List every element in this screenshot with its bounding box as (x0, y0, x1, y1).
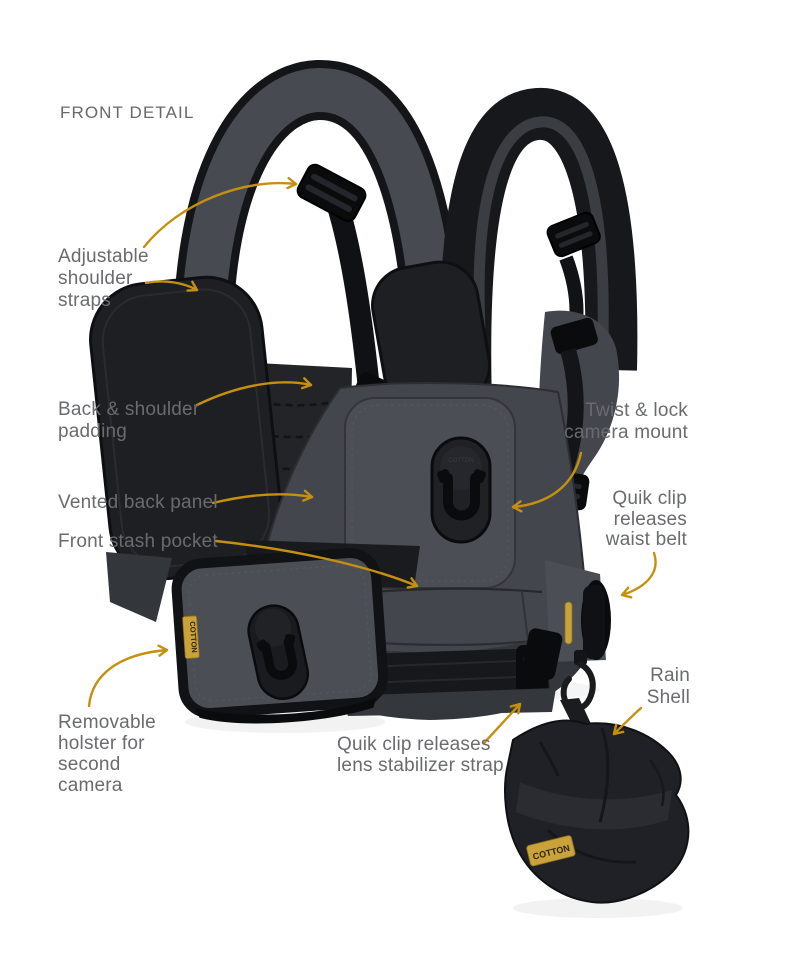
arrow-to-strap-buckle (142, 176, 298, 249)
arrow-to-camera-mount (511, 451, 583, 513)
zipper-pull-gold (564, 601, 573, 645)
arrow-to-vent-panel (211, 489, 314, 505)
label-removable-holster: Removable holster for second camera (58, 712, 156, 796)
side-buckle-upper (550, 317, 598, 355)
label-rain-shell: Rain Shell (646, 665, 690, 708)
waist-belt-quik-clip (583, 585, 605, 659)
shoulder-strap-right (439, 87, 638, 406)
strap-buckle-right-upper (546, 211, 601, 258)
annotation-arrows (87, 176, 657, 745)
label-vented-back-panel: Vented back panel (58, 492, 218, 513)
pouch-fold (516, 782, 672, 830)
arrow-to-stash-pocket (214, 539, 419, 589)
label-adjustable-shoulder-straps: Adjustable shoulder straps (58, 246, 149, 311)
camera-holster: COTTON (106, 540, 420, 724)
belt-buckle-lower (521, 628, 563, 680)
arrow-to-holster (87, 644, 169, 708)
arrow-to-waist-belt-clip (620, 551, 657, 599)
arrow-to-lens-strap-clip (482, 702, 522, 745)
page-title: FRONT DETAIL (60, 103, 195, 122)
rain-shell-brand-tag: COTTON (526, 835, 576, 867)
keyhole-slot (443, 473, 480, 521)
arrow-to-shoulder-pad (144, 280, 199, 292)
arrow-to-rain-shell (612, 706, 643, 736)
label-twist-lock-camera-mount: Twist & lock camera mount (564, 400, 688, 443)
hub-engraving: COTTON (448, 458, 473, 464)
label-back-shoulder-padding: Back & shoulder padding (58, 399, 200, 442)
arrow-to-back-padding (195, 377, 313, 407)
camera-mount-hub: COTTON (430, 436, 492, 544)
holster-brand-tag: COTTON (182, 615, 200, 659)
holster-mount-hub (247, 604, 310, 700)
label-quik-clip-lens-strap: Quik clip releases lens stabilizer strap (337, 734, 504, 776)
holster-tag-text: COTTON (188, 621, 199, 653)
label-front-stash-pocket: Front stash pocket (58, 531, 218, 552)
rain-shell-pouch: COTTON (504, 698, 690, 904)
label-quik-clip-waist-belt: Quik clip releases waist belt (605, 488, 687, 550)
strap-adjuster-buckle (296, 163, 367, 222)
